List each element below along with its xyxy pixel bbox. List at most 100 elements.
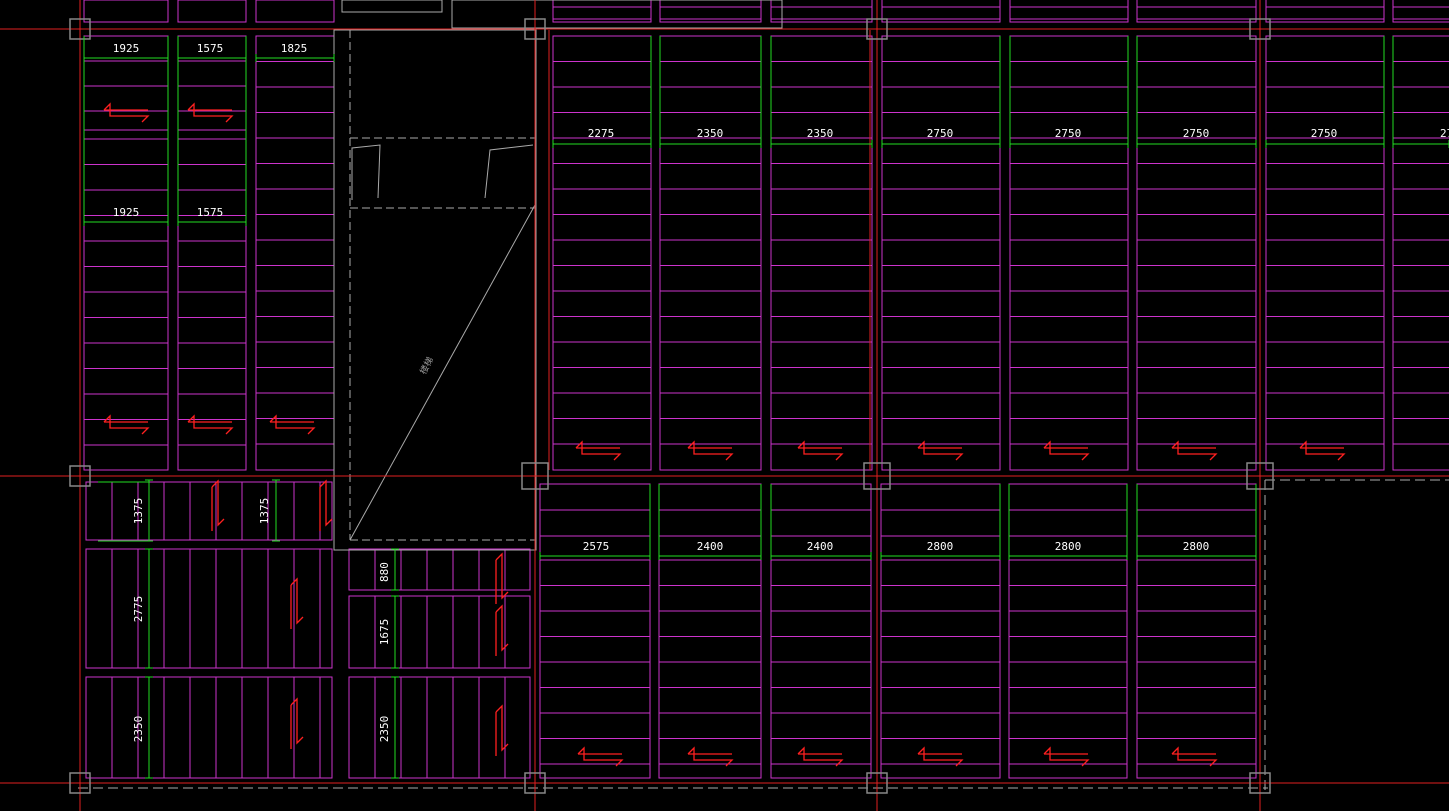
slab-panel (552, 0, 652, 23)
slab-panel (83, 0, 169, 23)
column (69, 772, 91, 794)
beam-outline-layer (78, 0, 1449, 790)
span-arrow (187, 414, 234, 435)
column (866, 772, 888, 794)
span-arrow (687, 746, 734, 767)
slab-panel (770, 559, 872, 779)
span-arrow (269, 414, 316, 435)
slab-panel (255, 0, 335, 23)
span-arrow (917, 746, 964, 767)
column (1246, 462, 1274, 490)
span-arrow (1171, 746, 1218, 767)
span-arrow (103, 414, 150, 435)
slab-panel (658, 559, 762, 779)
column (1249, 772, 1271, 794)
span-arrow (577, 746, 624, 767)
slab-panel (83, 138, 169, 471)
dim-text: 2750 (927, 127, 954, 140)
dimension-text-layer: 1925 1575 1825 1925 1575 2275 2350 2350 … (113, 42, 1449, 742)
slab-panel (659, 35, 762, 471)
dim-text: 880 (378, 562, 391, 582)
span-arrow (103, 102, 150, 123)
dim-text: 2800 (927, 540, 954, 553)
slab-panel (659, 0, 762, 23)
slab-panel (1265, 35, 1385, 471)
slab-panel (1392, 35, 1449, 471)
dim-text: 2350 (132, 716, 145, 743)
span-arrow (575, 440, 622, 461)
opening-diagonal (349, 204, 536, 541)
dim-text: 1375 (132, 498, 145, 525)
opening-top (451, 0, 783, 29)
slab-panel (1009, 35, 1129, 471)
column (866, 18, 888, 40)
dim-text: 1825 (281, 42, 308, 55)
column (524, 772, 546, 794)
slab-panel (880, 559, 1001, 779)
slab-panel (770, 0, 873, 23)
dim-text: 2800 (1055, 540, 1082, 553)
dim-text: 1925 (113, 42, 140, 55)
span-arrow (1043, 440, 1090, 461)
span-arrow (319, 479, 333, 527)
dim-text: 1375 (258, 498, 271, 525)
slab-panel (552, 35, 652, 471)
dim-text: 2750 (1055, 127, 1082, 140)
column (69, 18, 91, 40)
slab-panel (177, 0, 247, 23)
dim-text: 2800 (1183, 540, 1210, 553)
opening-ramp-left (351, 144, 381, 200)
dim-text: 2400 (807, 540, 834, 553)
dim-text: 2350 (807, 127, 834, 140)
span-direction-arrow-layer (103, 102, 1346, 767)
column (863, 462, 891, 490)
dim-text: 1575 (197, 206, 224, 219)
slab-panel (177, 138, 247, 471)
dimension-layer (83, 36, 1449, 779)
dim-text: 2275 (588, 127, 615, 140)
dim-text: 2775 (132, 596, 145, 623)
slab-panel (1009, 0, 1129, 23)
span-arrow (187, 102, 234, 123)
span-arrow (1299, 440, 1346, 461)
span-arrow (211, 479, 225, 527)
slab-panel (881, 0, 1001, 23)
opening-frame (333, 29, 537, 551)
span-arrow (495, 604, 509, 652)
span-arrow (917, 440, 964, 461)
span-arrow (495, 552, 509, 600)
column (521, 462, 549, 490)
slab-panel (85, 548, 333, 669)
span-arrow (290, 697, 304, 745)
column (69, 465, 91, 487)
slab-panel (1136, 0, 1257, 23)
slab-panel (1008, 559, 1128, 779)
span-arrow (290, 577, 304, 625)
span-arrow (797, 440, 844, 461)
slab-panel (85, 676, 333, 779)
slab-panel (1265, 0, 1385, 23)
dim-text: 1575 (197, 42, 224, 55)
dim-text: 2750 (1311, 127, 1338, 140)
dim-text: 2350 (378, 716, 391, 743)
span-arrow (495, 704, 509, 752)
span-arrow (687, 440, 734, 461)
span-arrow (797, 746, 844, 767)
dim-text: 1675 (378, 619, 391, 646)
slab-panel (770, 35, 873, 471)
dim-text: 2400 (697, 540, 724, 553)
slab-panel (1136, 559, 1257, 779)
slab-panel (881, 35, 1001, 471)
column-layer (69, 18, 1274, 794)
slab-panel (85, 481, 333, 541)
dim-text: 1925 (113, 206, 140, 219)
opening-top (341, 0, 443, 13)
slab-panel (1392, 0, 1449, 23)
span-arrow (1171, 440, 1218, 461)
slab-panel (348, 595, 531, 669)
column (524, 18, 546, 40)
dim-text: 2350 (697, 127, 724, 140)
